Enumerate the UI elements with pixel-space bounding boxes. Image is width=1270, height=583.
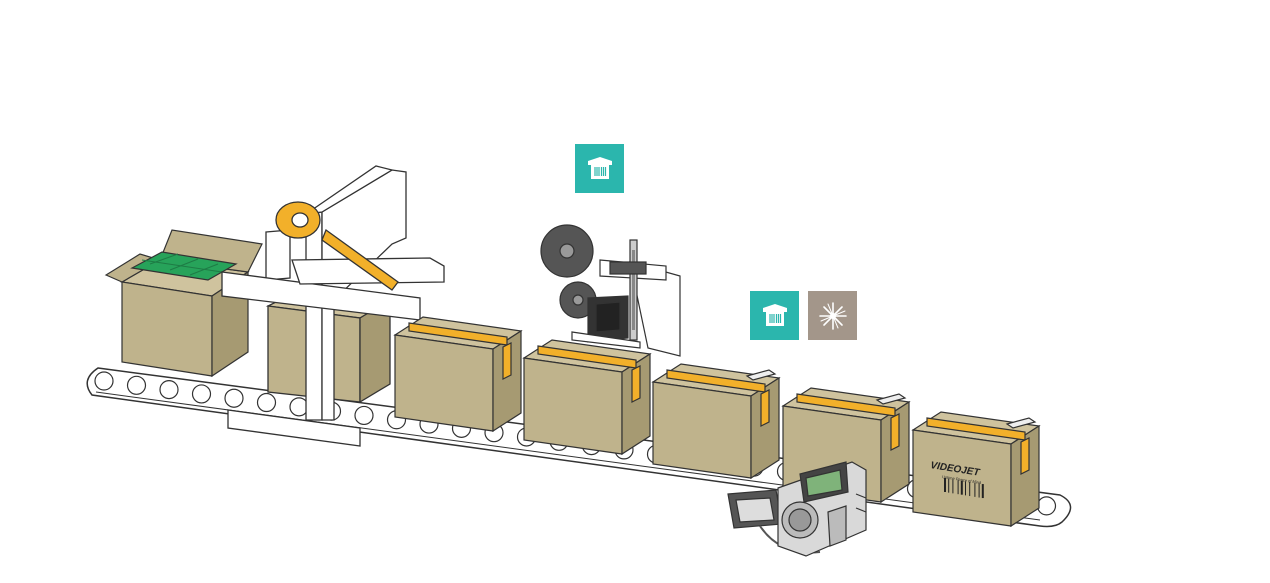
barcode-bar: [944, 478, 946, 492]
conveyor-roller: [126, 375, 147, 395]
conveyor-roller: [191, 384, 212, 404]
box-brand-tagline: Uptime Peace of Mind: [942, 474, 982, 485]
conveyor-roller: [159, 380, 179, 400]
conveyor-roller: [94, 371, 114, 391]
conveyor-roller: [224, 388, 244, 408]
label-printer-hotspot-mid[interactable]: [750, 291, 799, 340]
shipping-box: [393, 316, 523, 433]
conveyor-roller: [354, 405, 374, 426]
conveyor-roller: [1036, 496, 1057, 516]
barcode-bar: [957, 480, 959, 495]
barcode-bar: [978, 483, 980, 498]
printer-controller: [727, 461, 867, 557]
case-sealer-machine: [221, 165, 445, 447]
shipping-box: [522, 339, 652, 456]
barcode-bar: [974, 482, 976, 497]
shipping-box: [911, 411, 1041, 528]
barcode-bar: [969, 482, 971, 497]
label-printer-icon: [587, 156, 612, 179]
barcode-bar: [981, 484, 984, 499]
label-applicator: [540, 224, 681, 357]
box-barcode: [944, 478, 984, 499]
barcode-bar: [952, 479, 954, 494]
barcode-bar: [965, 481, 966, 496]
laser-icon: [818, 301, 847, 330]
laser-hotspot[interactable]: [808, 291, 857, 340]
label-printer-icon: [762, 303, 787, 326]
shipping-boxes: [393, 316, 1041, 528]
conveyor-roller: [256, 392, 277, 413]
shipping-box: [651, 363, 781, 480]
open-case: [104, 229, 263, 378]
label-printer-hotspot-top[interactable]: [575, 144, 624, 193]
barcode-bar: [960, 480, 963, 495]
barcode-bar: [948, 478, 950, 493]
conveyor-roller: [289, 397, 309, 417]
